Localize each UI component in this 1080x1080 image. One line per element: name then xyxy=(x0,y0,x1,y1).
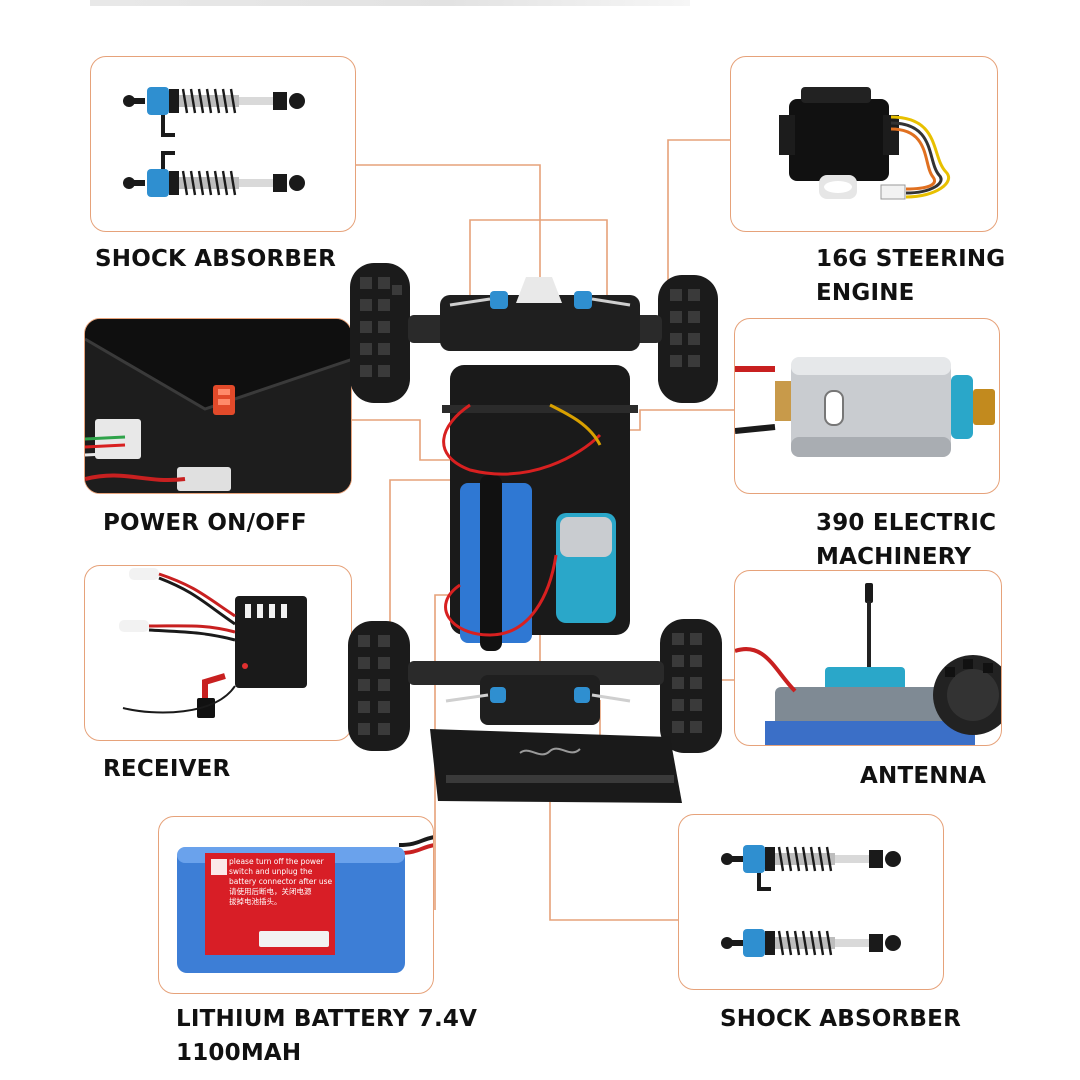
sticker-line-2: switch and unplug the xyxy=(229,867,313,876)
shock-absorber-3 xyxy=(721,845,901,891)
panel-electric-motor xyxy=(734,318,1000,494)
panel-steering-engine xyxy=(730,56,998,232)
cropped-header-strip xyxy=(90,0,690,6)
panel-power-switch xyxy=(84,318,352,494)
leader-power xyxy=(350,419,470,461)
sticker-line-3: battery connector after use xyxy=(229,877,333,886)
label-steering-line-1: 16G STEERING xyxy=(816,246,1006,272)
shock-absorber-2 xyxy=(123,151,305,197)
label-electric-line-1: 390 ELECTRIC xyxy=(816,510,997,536)
receiver-image xyxy=(119,568,307,718)
rear-right-wheel xyxy=(660,619,722,753)
front-right-wheel xyxy=(658,275,718,403)
rear-left-wheel xyxy=(348,621,410,751)
power-switch-image xyxy=(85,319,351,493)
sticker-line-5: 拔掉电池插头。 xyxy=(229,897,282,906)
label-electric-machinery: 390 ELECTRIC MACHINERY xyxy=(816,506,996,574)
servo-image xyxy=(779,87,950,200)
leader-shock-bottom-2 xyxy=(549,795,680,921)
label-shock-absorber-top: SHOCK ABSORBER xyxy=(95,246,336,272)
label-antenna: ANTENNA xyxy=(860,763,987,789)
battery-sticker-text: please turn off the power switch and unp… xyxy=(229,857,333,907)
leader-steering xyxy=(667,139,735,300)
sticker-line-1: please turn off the power xyxy=(229,857,324,866)
battery-image xyxy=(177,835,433,973)
panel-receiver xyxy=(84,565,352,741)
leader-shock-top-2 xyxy=(469,219,608,305)
shock-absorber-pair-image xyxy=(123,87,305,197)
panel-shock-absorber-top xyxy=(90,56,356,232)
electric-motor-image xyxy=(735,357,995,457)
label-steering-engine: 16G STEERING ENGINE xyxy=(816,242,1005,310)
label-shock-absorber-bottom: SHOCK ABSORBER xyxy=(720,1006,961,1032)
shock-absorber-4 xyxy=(721,929,901,957)
label-battery-line-2: 1100MAH xyxy=(176,1040,302,1066)
sticker-line-4: 请使用后断电，关闭电源 xyxy=(229,887,312,896)
shock-absorber-pair-image-bottom xyxy=(721,845,901,957)
shock-absorber-1 xyxy=(123,87,305,137)
label-battery-line-1: LITHIUM BATTERY 7.4V xyxy=(176,1006,478,1032)
label-steering-line-2: ENGINE xyxy=(816,280,915,306)
rc-car-image xyxy=(348,263,722,803)
label-lithium-battery: LITHIUM BATTERY 7.4V 1100MAH xyxy=(176,1002,477,1070)
label-power-on-off: POWER ON/OFF xyxy=(103,510,307,536)
label-receiver: RECEIVER xyxy=(103,756,231,782)
panel-antenna xyxy=(734,570,1002,746)
leader-shock-top xyxy=(355,164,541,305)
front-left-wheel xyxy=(350,263,410,403)
antenna-image xyxy=(735,583,1001,745)
panel-lithium-battery: please turn off the power switch and unp… xyxy=(158,816,434,994)
panel-shock-absorber-bottom xyxy=(678,814,944,990)
label-electric-line-2: MACHINERY xyxy=(816,544,972,570)
